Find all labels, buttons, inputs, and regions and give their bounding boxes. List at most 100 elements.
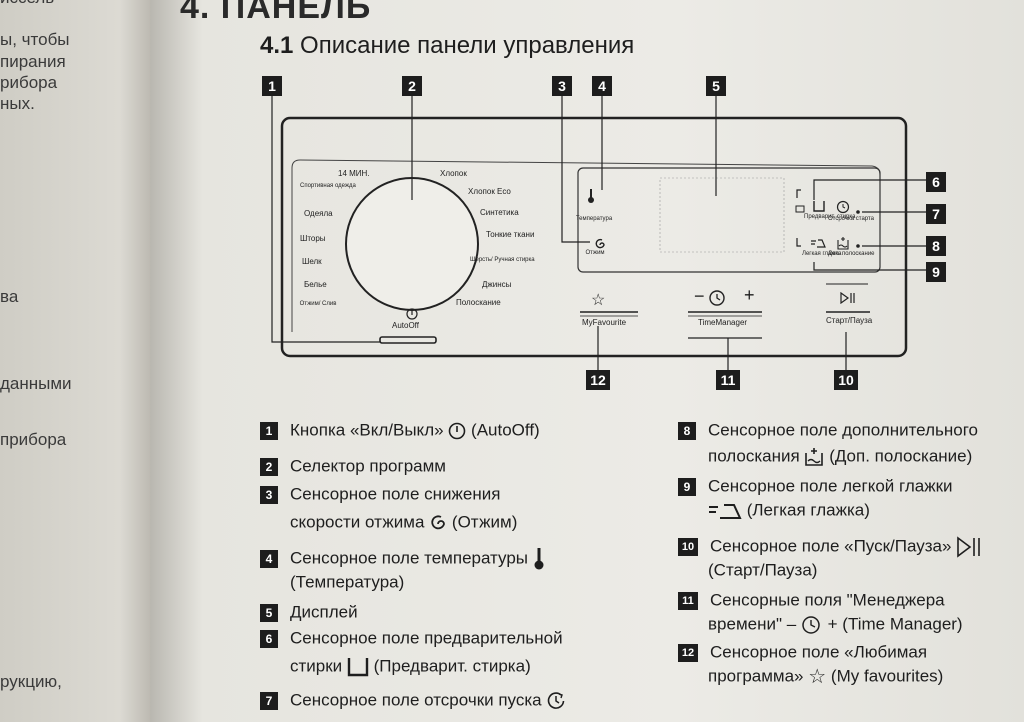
thermometer-icon [534,547,544,570]
delay-start-icon [836,200,850,214]
leader-1 [271,96,380,343]
dial-label-autooff: AutoOff [392,321,419,330]
easy-iron-icon [811,239,826,248]
temperature-label: Температура [575,216,613,222]
callout-1: 1 [262,76,282,96]
callout-6: 6 [926,172,946,192]
panel-outline [280,116,908,358]
easy-iron-icon [709,503,742,519]
left-page-text: пирания [0,52,66,71]
dial-label-cotton-eco: Хлопок Eco [468,187,511,196]
left-page-text: ва [0,287,19,306]
left-page-text: рукцию, [0,672,62,691]
extra-rinse-icon [837,237,849,250]
delay-start-icon [548,691,565,709]
tm-minus-button[interactable]: − [694,286,705,306]
section-title-text: Описание панели управления [300,32,635,59]
delay-start-label: Отсрочка старта [828,216,875,222]
legend-item-11-cont: времени" – + (Time Manager) [708,614,963,634]
left-page-text: ных. [0,94,35,113]
spin-icon [595,238,605,249]
dial-label-sport: Спортивная одежда [300,183,356,189]
dial-label-synthetics: Синтетика [480,208,519,217]
callout-12: 12 [586,370,610,390]
start-pause-icon [840,292,855,304]
legend-item-10-cont: (Старт/Пауза) [708,560,818,580]
legend-item-6-cont: стирки (Предварит. стирка) [290,656,531,676]
callout-5: 5 [706,76,726,96]
callout-10: 10 [834,370,858,390]
power-icon [449,422,466,439]
prewash-icon [347,657,369,676]
time-manager-label: TimeManager [698,318,748,327]
prewash-label: Предварит. стирка [804,214,856,220]
callout-7: 7 [926,204,946,224]
legend-item-3-cont: скорости отжима (Отжим) [290,512,518,532]
my-favourite-label: MyFavourite [582,318,627,327]
dial-label-blankets: Одеяла [304,209,333,218]
star-icon: ☆ [808,665,827,688]
dial-label-rinse: Полоскание [456,298,501,307]
legend-item-12-cont: программа» ☆ (My favourites) [708,665,944,688]
left-page-text: ы, чтобы [0,30,70,49]
extra-rinse-label: Доп. полоскание [828,251,875,257]
callout-8: 8 [926,236,946,256]
dial-label-jeans: Джинсы [482,280,512,289]
extra-rinse-icon [805,447,824,466]
left-page-text: данными [0,374,72,393]
legend-item-9-cont: (Легкая глажка) [678,498,870,523]
easy-iron-label: Легкая глажка [802,251,842,257]
section-title: 4.1 Описание панели управления [260,32,634,60]
time-manager-icon [709,290,725,306]
left-page: иссель ы, чтобы пирания рибора ных. ва д… [0,0,150,722]
callout-9: 9 [926,262,946,282]
callout-3: 3 [552,76,572,96]
callout-11: 11 [716,370,740,390]
left-page-text: иссель [0,0,54,8]
control-panel-diagram [271,96,926,370]
start-pause-label: Старт/Пауза [826,316,873,325]
dial-label-wool: Шерсть/ Ручная стирка [470,257,535,263]
dial-label-14min: 14 МИН. [338,169,370,178]
callout-2: 2 [402,76,422,96]
time-manager-icon [802,615,820,634]
display-area [659,177,785,253]
leader-6 [813,179,926,200]
tm-plus-button[interactable]: + [744,285,755,305]
leader-3 [561,96,590,243]
star-icon: ☆ [591,292,606,309]
thermometer-icon [588,189,594,203]
spin-label: Отжим [585,250,605,256]
dial-label-lingerie: Белье [304,280,327,289]
left-page-text: рибора [0,73,58,92]
left-page-text: прибора [0,430,67,449]
prewash-icon [813,201,825,212]
display-frame [577,167,881,273]
callout-4: 4 [592,76,612,96]
dial-label-delicates: Тонкие ткани [486,230,535,239]
onoff-bar [379,336,437,344]
chapter-heading: 4. ПАНЕЛЬ [180,0,372,26]
dial-label-curtains: Шторы [300,234,326,243]
power-icon [406,308,418,320]
dial-label-spin-drain: Отжим/ Слив [299,301,337,307]
section-number: 4.1 [260,32,294,59]
start-pause-icon [957,535,980,558]
right-page: 4. ПАНЕЛЬ 4.1 Описание панели управления [150,0,1024,722]
spin-icon [431,515,446,529]
legend-item-4-cont: (Температура) [290,572,405,592]
leader-9 [813,262,926,271]
dial-label-cotton: Хлопок [440,169,467,178]
dial-label-silk: Шелк [302,257,322,266]
